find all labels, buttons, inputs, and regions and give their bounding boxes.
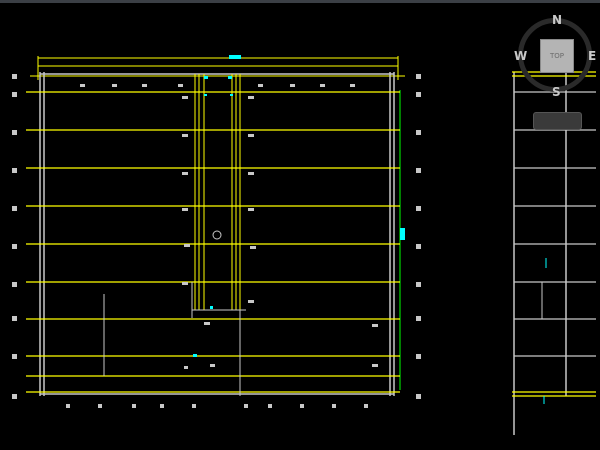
top-dimension-lines: [30, 56, 405, 80]
grid-bubbles: [12, 74, 421, 399]
cyan-tags: [193, 76, 233, 357]
compass-ring[interactable]: [518, 18, 592, 92]
floor-plan: [12, 55, 421, 408]
compass-north-label[interactable]: N: [552, 13, 563, 27]
core-walls: [103, 282, 246, 396]
room-tags: [66, 84, 378, 408]
central-core: [194, 74, 241, 310]
compass-west-label[interactable]: W: [514, 49, 528, 63]
grid-lines-horizontal: [26, 91, 400, 393]
outer-walls: [39, 72, 395, 396]
top-marker: [229, 55, 241, 59]
viewcube[interactable]: N W E S TOP: [512, 12, 600, 107]
window-top-bar: [0, 0, 600, 3]
compass-east-label[interactable]: E: [588, 49, 597, 63]
section-floors: [514, 91, 596, 357]
wcs-menu-button[interactable]: [533, 112, 582, 130]
viewcube-top-face[interactable]: TOP: [540, 39, 574, 73]
compass-south-label[interactable]: S: [552, 85, 561, 99]
right-marker: [400, 228, 405, 240]
section-marker: [212, 230, 222, 240]
